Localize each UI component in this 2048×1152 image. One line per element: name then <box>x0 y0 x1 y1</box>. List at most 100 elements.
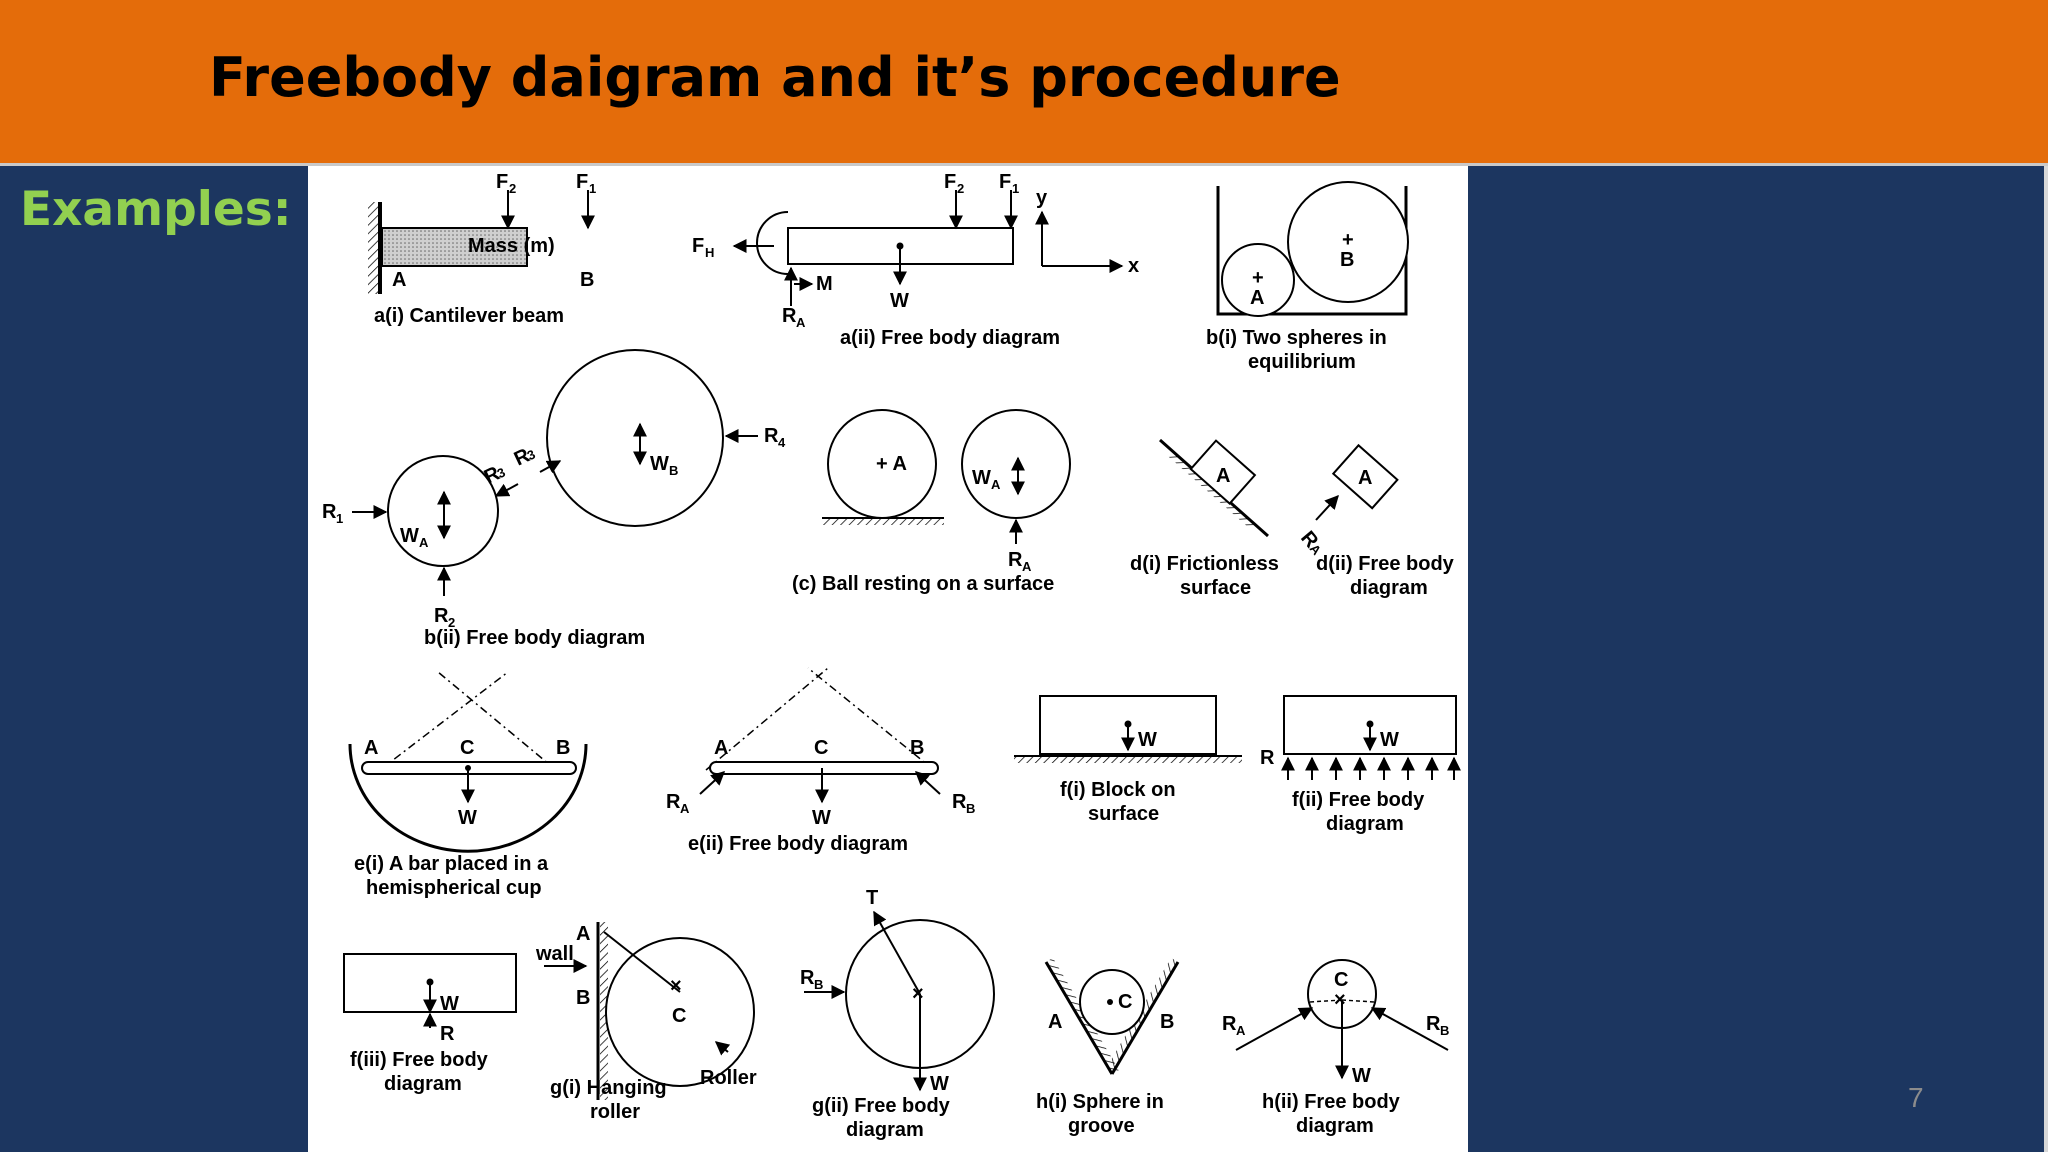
r2-sub: 2 <box>448 615 455 630</box>
w-label-a2: W <box>890 290 909 312</box>
caption-e2: e(ii) Free body diagram <box>688 833 908 855</box>
caption-f1-line2: surface <box>1088 803 1159 825</box>
point-b-h1: B <box>1160 1011 1174 1033</box>
diagram-f3-fbd: W R f(iii) Free body diagram <box>343 953 517 1095</box>
point-b-e2: B <box>910 737 924 759</box>
w-label-f1: W <box>1138 729 1157 751</box>
title-divider <box>0 163 2048 166</box>
f1-sub-a1: 1 <box>589 181 596 196</box>
diagram-h2-fbd: C × W R A R B h(ii) Free body diagram <box>1222 959 1449 1137</box>
caption-c: (c) Ball resting on a surface <box>792 573 1054 595</box>
caption-e1-line1: e(i) A bar placed in a <box>354 853 549 875</box>
rb-label-g2: R <box>800 967 815 989</box>
f2-sub-a2: 2 <box>957 181 964 196</box>
r1-label: R <box>322 501 337 523</box>
w-label-h2: W <box>1352 1065 1371 1087</box>
ra-label-a2: R <box>782 305 797 327</box>
diagram-e2-fbd: W R A R B A C B e(ii) Free body diagram <box>666 667 975 855</box>
mass-label: Mass (m) <box>468 235 555 257</box>
r4-sub: 4 <box>778 435 786 450</box>
fh-label: F <box>692 235 704 257</box>
caption-a1: a(i) Cantilever beam <box>374 305 564 327</box>
w-label-e1: W <box>458 807 477 829</box>
wa-label-c: W <box>972 467 991 489</box>
point-a-g1: A <box>576 923 590 945</box>
slide-right-edge <box>2044 166 2048 1152</box>
rb-sub-e2: B <box>966 801 975 816</box>
caption-f1-line1: f(i) Block on <box>1060 779 1176 801</box>
diagram-f2-fbd: W R f(ii) Free body diagram <box>1260 695 1461 835</box>
point-a-e1: A <box>364 737 378 759</box>
y-axis-label: y <box>1036 187 1048 209</box>
f2-label-a1: F <box>496 171 508 193</box>
wa-sub-b2: A <box>419 535 429 550</box>
svg-text:×: × <box>912 983 924 1005</box>
ra-label-e2: R <box>666 791 681 813</box>
point-b-a1: B <box>580 269 594 291</box>
caption-g2-line1: g(ii) Free body <box>812 1095 951 1117</box>
r4-label: R <box>764 425 779 447</box>
caption-f2-line2: diagram <box>1326 813 1404 835</box>
wa-sub-c: A <box>991 477 1001 492</box>
point-a-h1: A <box>1048 1011 1062 1033</box>
ra-sub-e2: A <box>680 801 690 816</box>
r2-label: R <box>434 605 449 627</box>
f1-sub-a2: 1 <box>1012 181 1019 196</box>
svg-text:+: + <box>1342 229 1354 251</box>
caption-g2-line2: diagram <box>846 1119 924 1141</box>
w-label-g2: W <box>930 1073 949 1095</box>
point-b-g1: B <box>576 987 590 1009</box>
sphere-center-c-h2: C <box>1334 969 1348 991</box>
caption-e1-line2: hemispherical cup <box>366 877 542 899</box>
diagram-c-ball: + A W A R A (c) Ball resting on a surfac… <box>792 409 1071 595</box>
caption-a2: a(ii) Free body diagram <box>840 327 1060 349</box>
caption-d1-line2: surface <box>1180 577 1251 599</box>
diagram-a1-cantilever: Mass (m) F 2 F 1 A B a(i) Cantilever bea… <box>368 171 596 327</box>
caption-h2-line1: h(ii) Free body <box>1262 1091 1401 1113</box>
diagram-g1-hanging-roller: × C A B wall Roller g(i) Hanging roller <box>535 922 757 1123</box>
caption-f2-line1: f(ii) Free body <box>1292 789 1425 811</box>
r-label-f3: R <box>440 1023 455 1045</box>
diagram-d2-fbd: A R A d(ii) Free body diagram <box>1296 443 1455 599</box>
point-a-a1: A <box>392 269 406 291</box>
rb-label-h2: R <box>1426 1013 1441 1035</box>
rb-sub-h2: B <box>1440 1023 1449 1038</box>
roller-center-c: C <box>672 1005 686 1027</box>
caption-f3-line1: f(iii) Free body <box>350 1049 489 1071</box>
point-b-e1: B <box>556 737 570 759</box>
point-c-e2: C <box>814 737 828 759</box>
caption-g1-line1: g(i) Hanging <box>550 1077 667 1099</box>
wb-label-b2: W <box>650 453 669 475</box>
diagram-canvas: Mass (m) F 2 F 1 A B a(i) Cantilever bea… <box>322 171 1461 1141</box>
svg-text:×: × <box>670 975 682 997</box>
caption-b1-line2: equilibrium <box>1248 351 1356 373</box>
ball-center-label: + A <box>876 453 907 475</box>
diagram-e1-bar-in-cup: W A C B e(i) A bar placed in a hemispher… <box>348 671 588 899</box>
sphere-b-label-b1: B <box>1340 249 1354 271</box>
sphere-center-c-h1: C <box>1118 991 1132 1013</box>
x-axis-label: x <box>1128 255 1139 277</box>
ra-sub-a2: A <box>796 315 806 330</box>
roller-label: Roller <box>700 1067 757 1089</box>
point-a-e2: A <box>714 737 728 759</box>
caption-h1-line2: groove <box>1068 1115 1135 1137</box>
ra-sub-h2: A <box>1236 1023 1246 1038</box>
diagram-g2-fbd: × T W R B g(ii) Free body diagram <box>800 887 995 1141</box>
caption-d2-line2: diagram <box>1350 577 1428 599</box>
wa-label-b2: W <box>400 525 419 547</box>
caption-d2-line1: d(ii) Free body <box>1316 553 1455 575</box>
slide-title: Freebody daigram and it’s procedure <box>209 46 1341 109</box>
f2-sub-a1: 2 <box>509 181 516 196</box>
tension-label: T <box>866 887 878 909</box>
diagram-b2-fbd: R 1 R 2 W A R 3 R 3 W B R 4 b(ii) Free b… <box>322 349 786 649</box>
caption-d1-line1: d(i) Frictionless <box>1130 553 1279 575</box>
wall-label: wall <box>535 943 574 965</box>
block-a-label-d1: A <box>1216 465 1230 487</box>
page-number: 7 <box>1908 1082 1924 1113</box>
w-label-f2: W <box>1380 729 1399 751</box>
w-label-f3: W <box>440 993 459 1015</box>
r1-sub: 1 <box>336 511 343 526</box>
ra-sub-c: A <box>1022 559 1032 574</box>
block-a-label-d2: A <box>1358 467 1372 489</box>
diagram-h1-groove: C A B h(i) Sphere in groove <box>1036 957 1180 1137</box>
